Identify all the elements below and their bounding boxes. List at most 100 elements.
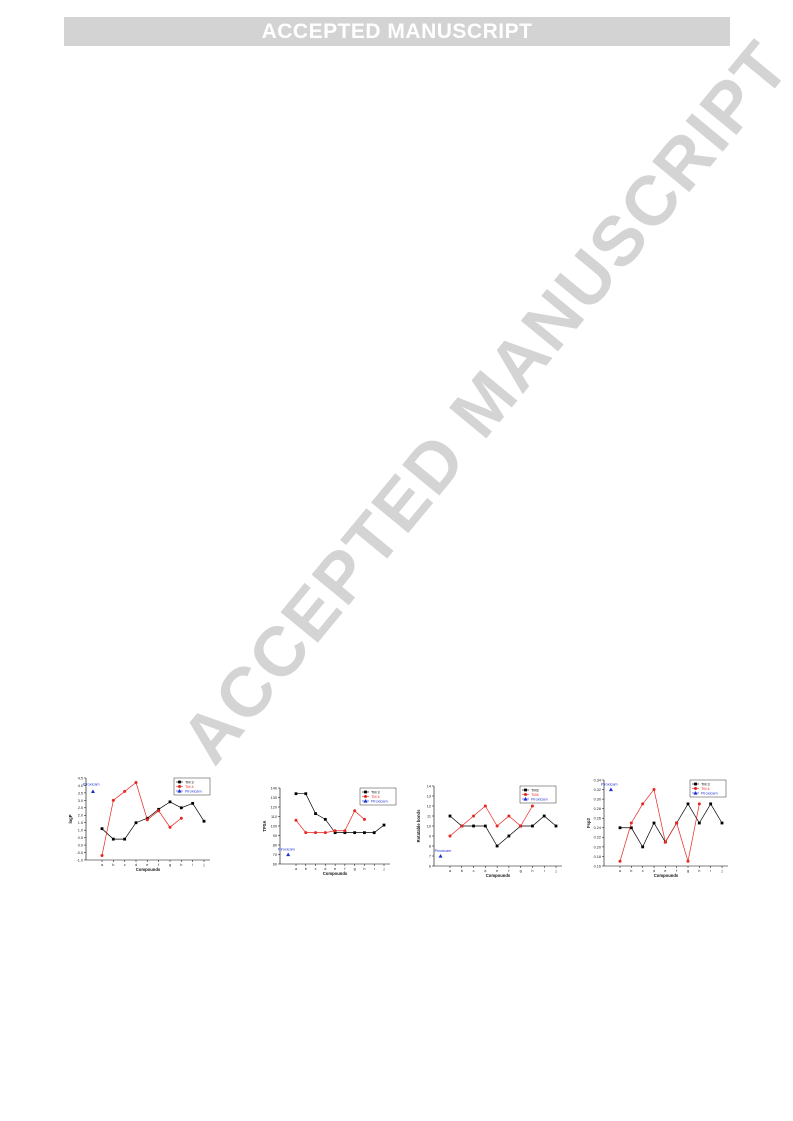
legend-entry: TM 3 xyxy=(185,780,194,784)
legend-entry: Piroxicam xyxy=(185,789,202,793)
legend-marker xyxy=(178,780,181,784)
x-axis-label: Compounds xyxy=(654,873,679,878)
data-point xyxy=(111,837,115,841)
data-point xyxy=(362,817,366,821)
legend-marker xyxy=(693,791,698,795)
data-point xyxy=(618,826,622,830)
series-line xyxy=(620,803,723,848)
x-tick-label: e xyxy=(146,863,148,867)
y-tick-label: 4.5 xyxy=(78,776,83,780)
legend-marker xyxy=(364,795,367,798)
x-tick-label: f xyxy=(344,867,346,871)
data-point xyxy=(554,824,558,828)
y-tick-label: 110 xyxy=(271,815,277,819)
legend-entry: TM 4 xyxy=(701,787,710,791)
data-point xyxy=(519,824,523,828)
legend-marker xyxy=(694,782,697,786)
data-point xyxy=(353,831,357,835)
y-tick-label: 11 xyxy=(427,814,431,818)
data-point xyxy=(100,854,104,858)
y-tick-label: 0.30 xyxy=(594,798,601,802)
x-tick-label: i xyxy=(192,863,193,867)
data-point xyxy=(641,845,645,849)
y-tick-label: -0.5 xyxy=(76,851,83,855)
legend-entry: Piroxicam xyxy=(371,799,388,803)
x-tick-label: c xyxy=(124,863,126,867)
y-tick-label: 80 xyxy=(273,843,277,847)
data-point xyxy=(709,802,713,806)
y-tick-label: 0.24 xyxy=(594,826,601,830)
reference-point-label: Piroxicam xyxy=(601,783,618,787)
x-axis-label: Compounds xyxy=(486,873,511,878)
data-point xyxy=(663,840,667,844)
data-point xyxy=(448,814,452,818)
x-tick-label: f xyxy=(676,869,678,873)
data-point xyxy=(191,801,195,805)
data-point xyxy=(343,831,347,835)
x-tick-label: b xyxy=(112,863,114,867)
y-tick-label: 60 xyxy=(273,862,277,866)
y-axis-label: Rotatable bonds xyxy=(416,809,421,842)
data-point xyxy=(460,824,464,828)
data-point xyxy=(145,818,149,822)
reference-point xyxy=(608,787,613,792)
x-axis-label: Compounds xyxy=(136,867,161,872)
y-tick-label: 12 xyxy=(427,804,431,808)
data-point xyxy=(686,802,690,806)
data-point xyxy=(134,780,138,784)
data-point xyxy=(483,824,487,828)
y-tick-label: 8 xyxy=(429,844,431,848)
y-axis-label: logP xyxy=(68,814,73,823)
data-point xyxy=(294,818,298,822)
data-point xyxy=(530,804,534,808)
x-tick-label: f xyxy=(508,869,510,873)
data-point xyxy=(304,792,308,796)
x-tick-label: g xyxy=(354,867,356,871)
y-tick-label: 2.5 xyxy=(78,806,83,810)
legend-marker xyxy=(363,799,368,803)
x-tick-label: e xyxy=(664,869,666,873)
data-point xyxy=(323,817,327,821)
legend-entry: Piroxicam xyxy=(531,797,548,801)
x-tick-label: a xyxy=(449,869,452,873)
x-tick-label: h xyxy=(180,863,182,867)
data-point xyxy=(697,821,701,825)
legend-marker xyxy=(178,785,181,788)
data-point xyxy=(495,844,499,848)
legend-marker xyxy=(524,788,527,792)
y-tick-label: 0.16 xyxy=(594,864,601,868)
data-point xyxy=(353,809,357,813)
data-point xyxy=(697,802,701,806)
legend-marker xyxy=(364,790,367,794)
data-point xyxy=(323,831,327,835)
data-point xyxy=(123,837,127,841)
data-point xyxy=(333,829,337,833)
y-tick-label: 130 xyxy=(271,796,277,800)
y-tick-label: 1.5 xyxy=(78,821,83,825)
data-point xyxy=(507,814,511,818)
data-point xyxy=(618,859,622,863)
legend-marker xyxy=(523,797,528,801)
y-tick-label: 6 xyxy=(429,864,431,868)
data-point xyxy=(382,823,386,827)
y-tick-label: 100 xyxy=(271,824,277,828)
data-point xyxy=(343,829,347,833)
y-tick-label: 9 xyxy=(429,834,431,838)
data-point xyxy=(314,831,318,835)
y-tick-label: 140 xyxy=(271,786,277,790)
legend-entry: TM 3 xyxy=(701,782,710,786)
x-tick-label: c xyxy=(473,869,475,873)
y-tick-label: 7 xyxy=(429,854,431,858)
data-point xyxy=(202,819,206,823)
data-point xyxy=(363,831,366,835)
data-point xyxy=(531,824,534,828)
x-tick-label: b xyxy=(305,867,307,871)
x-tick-label: g xyxy=(687,869,689,873)
data-point xyxy=(652,788,656,792)
x-tick-label: e xyxy=(496,869,498,873)
data-point xyxy=(507,834,511,838)
data-point xyxy=(675,821,679,825)
y-tick-label: 13 xyxy=(427,794,431,798)
data-point xyxy=(179,816,183,820)
y-tick-label: -1.0 xyxy=(76,858,83,862)
